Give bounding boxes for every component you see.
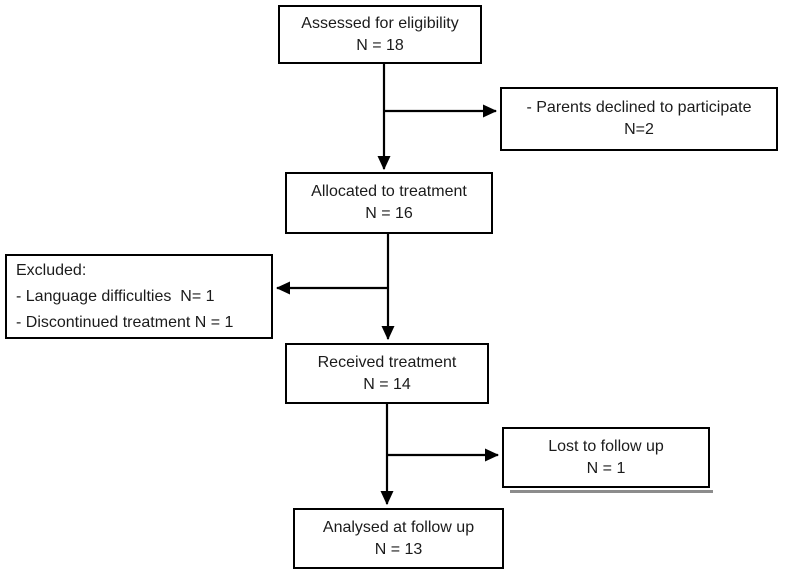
box-count: N = 13: [374, 540, 423, 558]
box-allocated-to-treatment: Allocated to treatment N = 16: [285, 172, 493, 234]
box-item: - Discontinued treatment N = 1: [16, 313, 234, 331]
box-label: - Parents declined to participate: [526, 99, 752, 116]
box-label: Lost to follow up: [548, 437, 664, 455]
box-parents-declined: - Parents declined to participate N=2: [500, 87, 778, 151]
box-title: Excluded:: [16, 261, 87, 279]
box-count: N = 18: [356, 36, 404, 54]
box-analysed-at-follow-up: Analysed at follow up N = 13: [293, 508, 504, 569]
box-received-treatment: Received treatment N = 14: [285, 343, 489, 404]
box-item: - Language difficulties N= 1: [16, 287, 215, 305]
box-assessed-for-eligibility: Assessed for eligibility N = 18: [278, 5, 482, 64]
box-count: N=2: [624, 121, 654, 138]
box-shadow-artifact: [510, 490, 713, 493]
box-excluded: Excluded: - Language difficulties N= 1 -…: [5, 254, 273, 339]
box-label: Allocated to treatment: [311, 183, 467, 200]
box-label: Analysed at follow up: [322, 518, 475, 536]
box-lost-to-follow-up: Lost to follow up N = 1: [502, 427, 710, 488]
box-count: N = 14: [363, 375, 411, 393]
box-label: Assessed for eligibility: [301, 14, 459, 32]
box-count: N = 1: [586, 459, 626, 477]
box-label: Received treatment: [317, 353, 457, 371]
box-count: N = 16: [365, 205, 413, 222]
